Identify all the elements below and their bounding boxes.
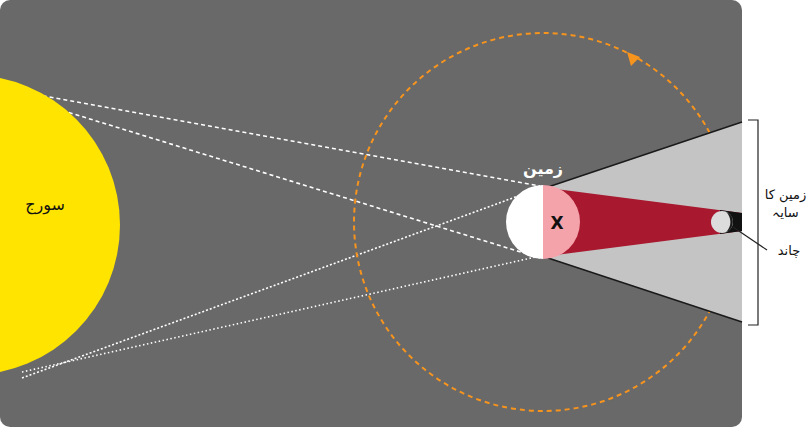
earth-label: زمین bbox=[523, 159, 563, 178]
shadow-bracket bbox=[748, 120, 758, 325]
moon-shade bbox=[726, 212, 733, 232]
point-marker: X bbox=[550, 213, 563, 233]
orbit-arrow bbox=[627, 52, 640, 66]
earth-node: زمینX bbox=[506, 185, 580, 259]
moon bbox=[711, 211, 733, 233]
sun-label: سورج bbox=[25, 195, 65, 214]
shadow-label: زمین کا سایہ bbox=[762, 186, 809, 221]
moon-label: چاند bbox=[769, 242, 809, 260]
sun-shape bbox=[0, 75, 120, 375]
penumbra-edge bbox=[548, 258, 742, 322]
earth-night-side bbox=[543, 185, 580, 259]
sun-disc bbox=[0, 75, 120, 375]
sun-node: سورج bbox=[0, 75, 120, 375]
leader-line bbox=[733, 227, 767, 250]
earth-day-side bbox=[506, 185, 543, 259]
penumbra-edge bbox=[548, 122, 742, 187]
earth-shape bbox=[506, 185, 580, 259]
